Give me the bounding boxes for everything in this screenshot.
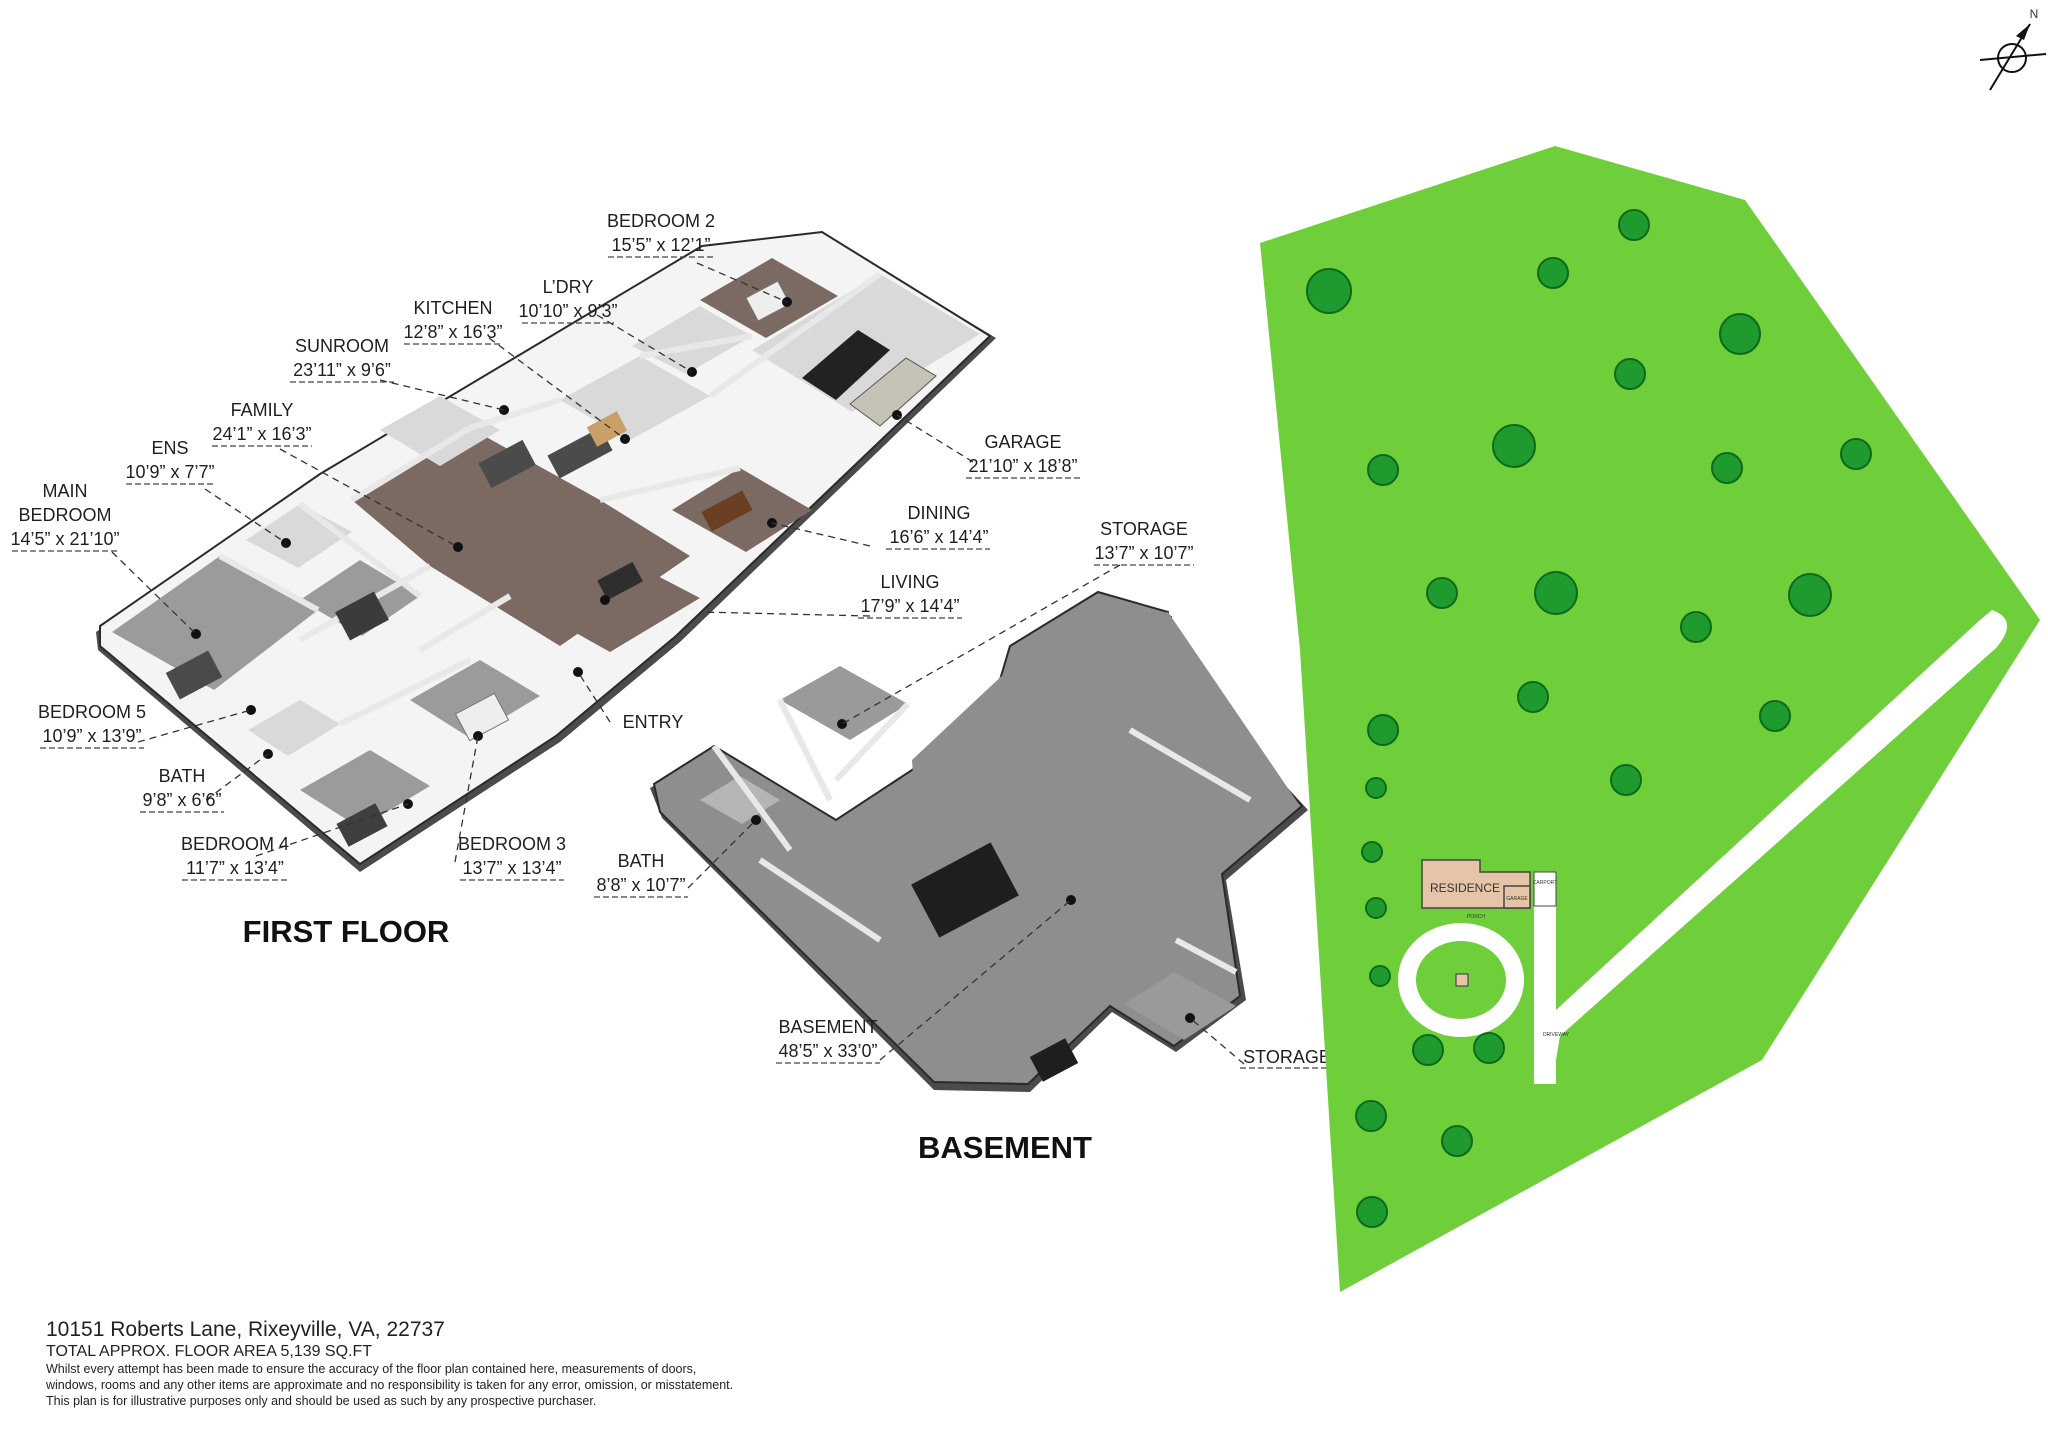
- main-bedroom-floor: [112, 556, 318, 690]
- room-size-sunroom: 23’11” x 9’6”: [293, 360, 391, 380]
- room-size-bedroom-3: 13’7” x 13’4”: [462, 858, 561, 878]
- bedroom-5-floor: [300, 560, 420, 636]
- room-size-storage-upper: 13’7” x 10’7”: [1094, 543, 1193, 563]
- porch-label: PORCH: [1467, 914, 1485, 920]
- first-floor-plan: [96, 230, 996, 872]
- basement-leader-lines: [687, 564, 1245, 1065]
- basement-storage-floor: [1124, 972, 1236, 1040]
- room-label-bedroom-3: BEDROOM 3: [458, 834, 566, 854]
- room-label-laundry: L’DRY: [543, 277, 594, 297]
- residence-building: [1421, 859, 1531, 909]
- room-label-kitchen: KITCHEN: [413, 298, 492, 318]
- room-label-main-bedroom-2: BEDROOM: [18, 505, 111, 525]
- bedroom-4-floor: [300, 750, 430, 828]
- room-size-kitchen: 12’8” x 16’3”: [403, 322, 502, 342]
- site-plan: RESIDENCE GARAGE PORCH CARPORT DRIVEWAY: [1260, 7, 2047, 1292]
- carport-label: CARPORT: [1533, 880, 1557, 886]
- garage-building: [1503, 885, 1531, 909]
- room-label-bedroom-2: BEDROOM 2: [607, 211, 715, 231]
- room-size-bedroom-5: 10’9” x 13’9”: [42, 726, 141, 746]
- room-label-storage-upper: STORAGE: [1100, 519, 1188, 539]
- basement-plan: [650, 590, 1308, 1092]
- room-label-storage-lower: STORAGE: [1243, 1047, 1331, 1067]
- sunroom-floor: [380, 396, 500, 466]
- room-label-entry: ENTRY: [623, 712, 684, 732]
- room-size-main-bedroom: 14’5” x 21’10”: [10, 529, 119, 549]
- room-label-basement: BASEMENT: [778, 1017, 877, 1037]
- room-size-dining: 16’6” x 14’4”: [889, 527, 988, 547]
- disclaimer-line-2: windows, rooms and any other items are a…: [46, 1378, 734, 1392]
- room-size-basement: 48’5” x 33’0”: [778, 1041, 877, 1061]
- laundry-floor: [632, 306, 752, 374]
- room-size-bath-basement: 8’8” x 10’7”: [596, 875, 685, 895]
- basement-title: BASEMENT: [918, 1130, 1092, 1165]
- disclaimer-line-1: Whilst every attempt has been made to en…: [46, 1362, 697, 1376]
- carport-area: [1533, 871, 1557, 907]
- first-floor-leader-lines: [111, 262, 974, 863]
- property-lawn: [1260, 146, 2040, 1292]
- room-size-bedroom-4: 11’7” x 13’4”: [186, 858, 284, 878]
- compass-north-label: N: [2030, 7, 2039, 21]
- trees: [1306, 209, 1872, 1228]
- room-label-ensuite: ENS: [151, 438, 188, 458]
- room-label-bedroom-5: BEDROOM 5: [38, 702, 146, 722]
- residence-label: RESIDENCE: [1430, 881, 1500, 895]
- room-label-sunroom: SUNROOM: [295, 336, 389, 356]
- basement-labels: STORAGE 13’7” x 10’7” BATH 8’8” x 10’7” …: [594, 519, 1331, 1165]
- room-label-family: FAMILY: [231, 400, 294, 420]
- disclaimer-line-3: This plan is for illustrative purposes o…: [46, 1394, 597, 1408]
- room-size-living: 17’9” x 14’4”: [860, 596, 959, 616]
- bedroom-3-floor: [410, 660, 540, 738]
- room-label-bath-first: BATH: [159, 766, 206, 786]
- room-size-bath-first: 9’8” x 6’6”: [142, 790, 221, 810]
- driveway-label: DRIVEWAY: [1543, 1032, 1570, 1038]
- room-label-dining: DINING: [908, 503, 971, 523]
- room-label-garage: GARAGE: [984, 432, 1061, 452]
- room-size-ensuite: 10’9” x 7’7”: [125, 462, 214, 482]
- property-address: 10151 Roberts Lane, Rixeyville, VA, 2273…: [46, 1318, 445, 1341]
- room-size-bedroom-2: 15’5” x 12’1”: [611, 235, 710, 255]
- room-size-garage: 21’10” x 18’8”: [968, 456, 1077, 476]
- compass-icon: N: [1979, 7, 2047, 91]
- total-floor-area: TOTAL APPROX. FLOOR AREA 5,139 SQ.FT: [46, 1343, 373, 1360]
- room-label-bath-basement: BATH: [618, 851, 665, 871]
- basement-storage-upper-floor: [780, 666, 908, 740]
- basement-main-floor: [912, 612, 1300, 960]
- room-label-living: LIVING: [880, 572, 939, 592]
- footer: 10151 Roberts Lane, Rixeyville, VA, 2273…: [46, 1318, 946, 1409]
- room-label-bedroom-4: BEDROOM 4: [181, 834, 289, 854]
- first-floor-title: FIRST FLOOR: [243, 914, 450, 949]
- room-size-laundry: 10’10” x 9’3”: [518, 301, 617, 321]
- garage-label: GARAGE: [1506, 896, 1528, 902]
- room-size-family: 24’1” x 16’3”: [212, 424, 311, 444]
- room-label-main-bedroom-1: MAIN: [43, 481, 88, 501]
- bath-floor: [248, 700, 340, 756]
- first-floor-labels: BEDROOM 2 15’5” x 12’1” KITCHEN 12’8” x …: [10, 211, 1080, 949]
